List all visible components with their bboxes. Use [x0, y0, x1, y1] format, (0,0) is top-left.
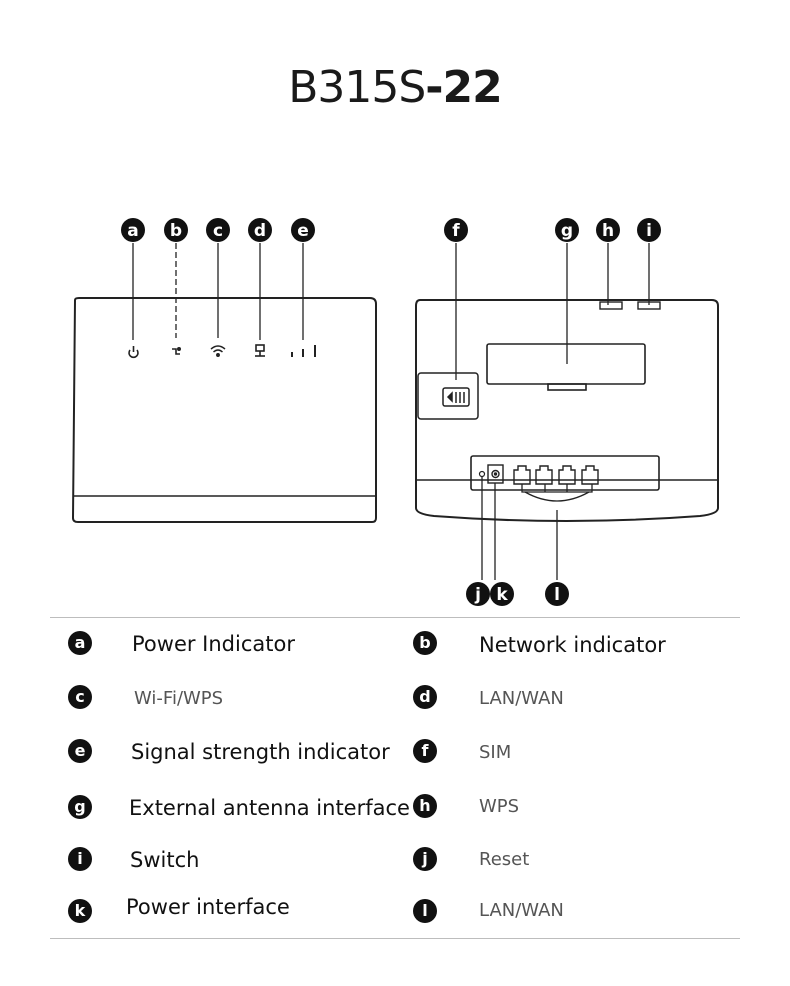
power-led-icon [128, 346, 139, 359]
external-antenna-cover [486, 343, 646, 391]
model-name: B315S [288, 62, 426, 113]
callout-c: c [206, 218, 230, 242]
callout-f: f [444, 218, 468, 242]
reset-hole[interactable] [478, 470, 486, 478]
callout-g: g [555, 218, 579, 242]
svg-text:b: b [170, 221, 182, 241]
svg-text:c: c [213, 221, 223, 241]
wps-button[interactable] [599, 301, 623, 310]
legend-label-f: SIM [479, 742, 512, 763]
svg-text:e: e [297, 221, 309, 241]
legend-badge-f: f [413, 739, 437, 763]
svg-text:k: k [496, 585, 508, 605]
legend-label-e: Signal strength indicator [131, 740, 390, 764]
svg-text:a: a [127, 221, 138, 241]
legend-bottom-divider [50, 938, 740, 939]
page-title: B315S-22 [0, 62, 790, 113]
port-panel [470, 455, 660, 491]
legend-label-d: LAN/WAN [479, 688, 564, 709]
svg-text:d: d [254, 221, 266, 241]
callout-l: l [545, 582, 569, 606]
router-back-view [415, 299, 719, 522]
legend-badge-b: b [413, 631, 437, 655]
svg-text:g: g [561, 221, 573, 241]
network-led-icon [172, 346, 182, 355]
legend-badge-d: d [413, 685, 437, 709]
router-diagram: a b c d e f g h i j k l [71, 218, 719, 606]
legend-badge-h: h [413, 794, 437, 818]
signal-led-icon [291, 345, 316, 357]
legend-label-c: Wi-Fi/WPS [134, 688, 224, 709]
legend-badge-i: i [68, 847, 92, 871]
front-callout-lines [132, 243, 304, 340]
legend-label-j: Reset [479, 849, 530, 870]
legend-label-k: Power interface [126, 895, 290, 919]
legend-badge-l: l [413, 899, 437, 923]
callout-k: k [490, 582, 514, 606]
callout-h: h [596, 218, 620, 242]
legend-label-a: Power Indicator [132, 632, 295, 656]
legend-label-g: External antenna interface [129, 796, 410, 820]
legend-label-i: Switch [130, 848, 200, 872]
svg-text:j: j [474, 585, 481, 605]
svg-text:h: h [602, 221, 614, 241]
callout-e: e [291, 218, 315, 242]
model-suffix: -22 [425, 62, 502, 113]
legend-label-l: LAN/WAN [479, 900, 564, 921]
legend-label-h: WPS [479, 796, 520, 817]
legend-badge-k: k [68, 899, 92, 923]
svg-text:i: i [646, 221, 652, 241]
legend-badge-j: j [413, 847, 437, 871]
callout-a: a [121, 218, 145, 242]
lan-led-icon [255, 344, 265, 357]
callout-i: i [637, 218, 661, 242]
wifi-led-icon [210, 345, 226, 357]
callout-d: d [248, 218, 272, 242]
callout-j: j [466, 582, 490, 606]
back-callout-lines [455, 243, 650, 580]
legend-label-b: Network indicator [479, 633, 666, 657]
legend-badge-c: c [68, 685, 92, 709]
legend-badge-a: a [68, 631, 92, 655]
legend-badge-g: g [68, 795, 92, 819]
lan-ports[interactable] [513, 465, 599, 485]
legend-badge-e: e [68, 739, 92, 763]
callout-b: b [164, 218, 188, 242]
svg-text:l: l [554, 585, 560, 605]
svg-text:f: f [452, 221, 460, 241]
callout-badges: a b c d e f g h i j k l [121, 218, 661, 606]
router-front-view [71, 297, 377, 523]
legend-top-divider [50, 617, 740, 618]
sim-slot[interactable] [417, 372, 479, 420]
